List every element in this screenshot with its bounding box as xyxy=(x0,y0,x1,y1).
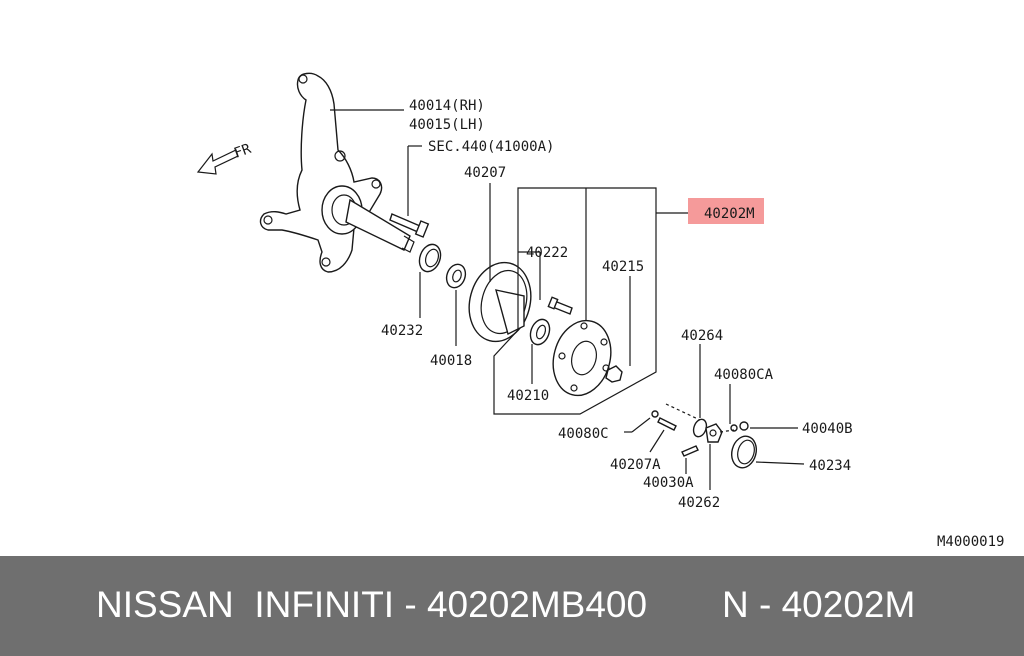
wheel-bearing xyxy=(529,318,551,346)
leader-lines xyxy=(330,109,805,490)
label-40207a: 40207A xyxy=(610,457,661,473)
label-40232: 40232 xyxy=(381,323,423,339)
front-direction-arrow-icon xyxy=(196,149,239,175)
footer-banner: NISSAN INFINITI - 40202MB400 N - 40202M xyxy=(0,556,1024,656)
label-40014: 40014(RH) xyxy=(409,98,485,114)
wheel-nut xyxy=(605,365,623,383)
label-40262: 40262 xyxy=(678,495,720,511)
disc-rotor xyxy=(468,261,532,343)
label-40015: 40015(LH) xyxy=(409,117,485,133)
label-40215: 40215 xyxy=(602,259,644,275)
label-40030a: 40030A xyxy=(643,475,694,491)
diagram-reference: M4000019 xyxy=(937,534,1004,550)
caliper-bolt xyxy=(389,213,430,238)
label-40222: 40222 xyxy=(526,245,568,261)
washer xyxy=(445,263,467,289)
wheel-hub xyxy=(552,319,612,397)
label-40264: 40264 xyxy=(681,328,723,344)
steering-knuckle xyxy=(259,72,415,273)
footer-short-code: N - 40202M xyxy=(722,584,916,625)
label-40040b: 40040B xyxy=(802,421,853,437)
fr-label: FR xyxy=(232,141,254,162)
label-40202m: 40202M xyxy=(704,206,755,222)
label-40080ca: 40080CA xyxy=(714,367,774,383)
parts-diagram: FR xyxy=(196,72,1004,550)
footer-part-number: NISSAN INFINITI - 40202MB400 xyxy=(96,584,648,625)
label-40018: 40018 xyxy=(430,353,472,369)
grease-seal xyxy=(418,243,442,273)
assembly-bracket xyxy=(493,187,657,415)
label-40207: 40207 xyxy=(464,165,506,181)
label-sec440: SEC.440(41000A) xyxy=(428,139,554,155)
label-40234: 40234 xyxy=(809,458,851,474)
label-40080c: 40080C xyxy=(558,426,609,442)
hub-bolt xyxy=(547,296,573,315)
part-highlight xyxy=(688,198,764,224)
hub-cap-set xyxy=(651,403,758,469)
label-40210: 40210 xyxy=(507,388,549,404)
